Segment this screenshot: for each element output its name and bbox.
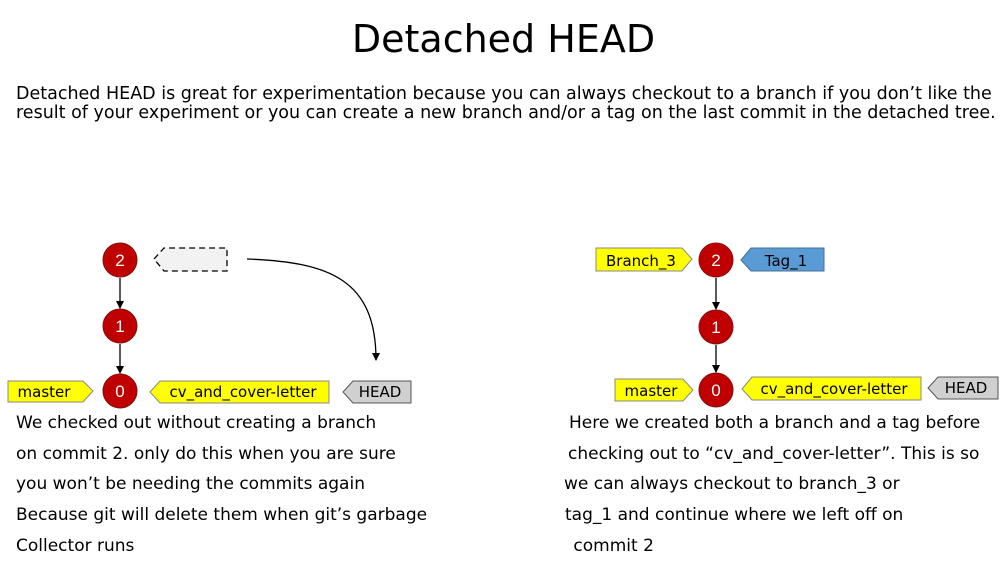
svg-text:master: master xyxy=(625,382,679,400)
slide-title: Detached HEAD xyxy=(351,17,656,61)
caption-line: commit 2 xyxy=(568,536,654,556)
detached-placeholder-tag xyxy=(153,247,228,272)
cv-branch-tag: cv_and_cover-letter xyxy=(741,376,922,401)
svg-text:master: master xyxy=(18,383,72,401)
head-tag: HEAD xyxy=(927,376,999,400)
head-tag: HEAD xyxy=(342,380,412,404)
left-caption: We checked out without creating a branch… xyxy=(16,413,456,563)
branch-3-tag: Branch_3 xyxy=(595,247,693,272)
left-graph: 2 1 0 master cv_and_cover-letter HEAD xyxy=(7,242,412,409)
caption-line: Here we created both a branch and a tag … xyxy=(569,413,981,433)
caption-line: you won’t be needing the commits again xyxy=(16,474,365,494)
master-branch-tag: master xyxy=(614,378,694,402)
right-graph: 2 1 0 Branch_3 Tag_1 master cv_and_cov xyxy=(595,242,999,408)
caption-line: we can always checkout to branch_3 or xyxy=(564,474,900,494)
intro-line: result of your experiment or you can cre… xyxy=(16,103,996,123)
caption-line: Collector runs xyxy=(16,536,135,556)
svg-text:cv_and_cover-letter: cv_and_cover-letter xyxy=(169,383,317,402)
commit-node: 2 xyxy=(698,242,734,278)
commit-label: 0 xyxy=(115,382,124,401)
intro-line: Detached HEAD is great for experimentati… xyxy=(16,84,992,104)
svg-text:HEAD: HEAD xyxy=(359,383,402,401)
svg-text:Branch_3: Branch_3 xyxy=(606,252,676,271)
commit-label: 2 xyxy=(115,251,124,270)
caption-line: checking out to “cv_and_cover-letter”. T… xyxy=(568,444,980,464)
tag-1: Tag_1 xyxy=(740,247,825,272)
commit-label: 1 xyxy=(115,317,124,336)
caption-line: on commit 2. only do this when you are s… xyxy=(16,444,396,464)
commit-node: 1 xyxy=(698,309,734,345)
svg-text:HEAD: HEAD xyxy=(945,379,988,397)
commit-node: 0 xyxy=(102,373,138,409)
master-branch-tag: master xyxy=(7,380,94,403)
right-caption: Here we created both a branch and a tag … xyxy=(564,413,994,563)
commit-label: 1 xyxy=(711,318,720,337)
commit-label: 2 xyxy=(711,251,720,270)
caption-line: tag_1 and continue where we left off on xyxy=(565,505,904,525)
commit-node: 1 xyxy=(102,308,138,344)
head-move-arrow xyxy=(246,258,380,361)
caption-line: Because git will delete them when git’s … xyxy=(16,505,428,525)
caption-line: We checked out without creating a branch xyxy=(16,413,377,433)
cv-branch-tag: cv_and_cover-letter xyxy=(149,380,330,404)
commit-node: 2 xyxy=(102,242,138,278)
svg-text:Tag_1: Tag_1 xyxy=(764,252,807,271)
commit-node: 0 xyxy=(698,372,734,408)
svg-text:cv_and_cover-letter: cv_and_cover-letter xyxy=(760,380,908,399)
intro-paragraph: Detached HEAD is great for experimentati… xyxy=(16,84,996,123)
commit-label: 0 xyxy=(711,381,720,400)
